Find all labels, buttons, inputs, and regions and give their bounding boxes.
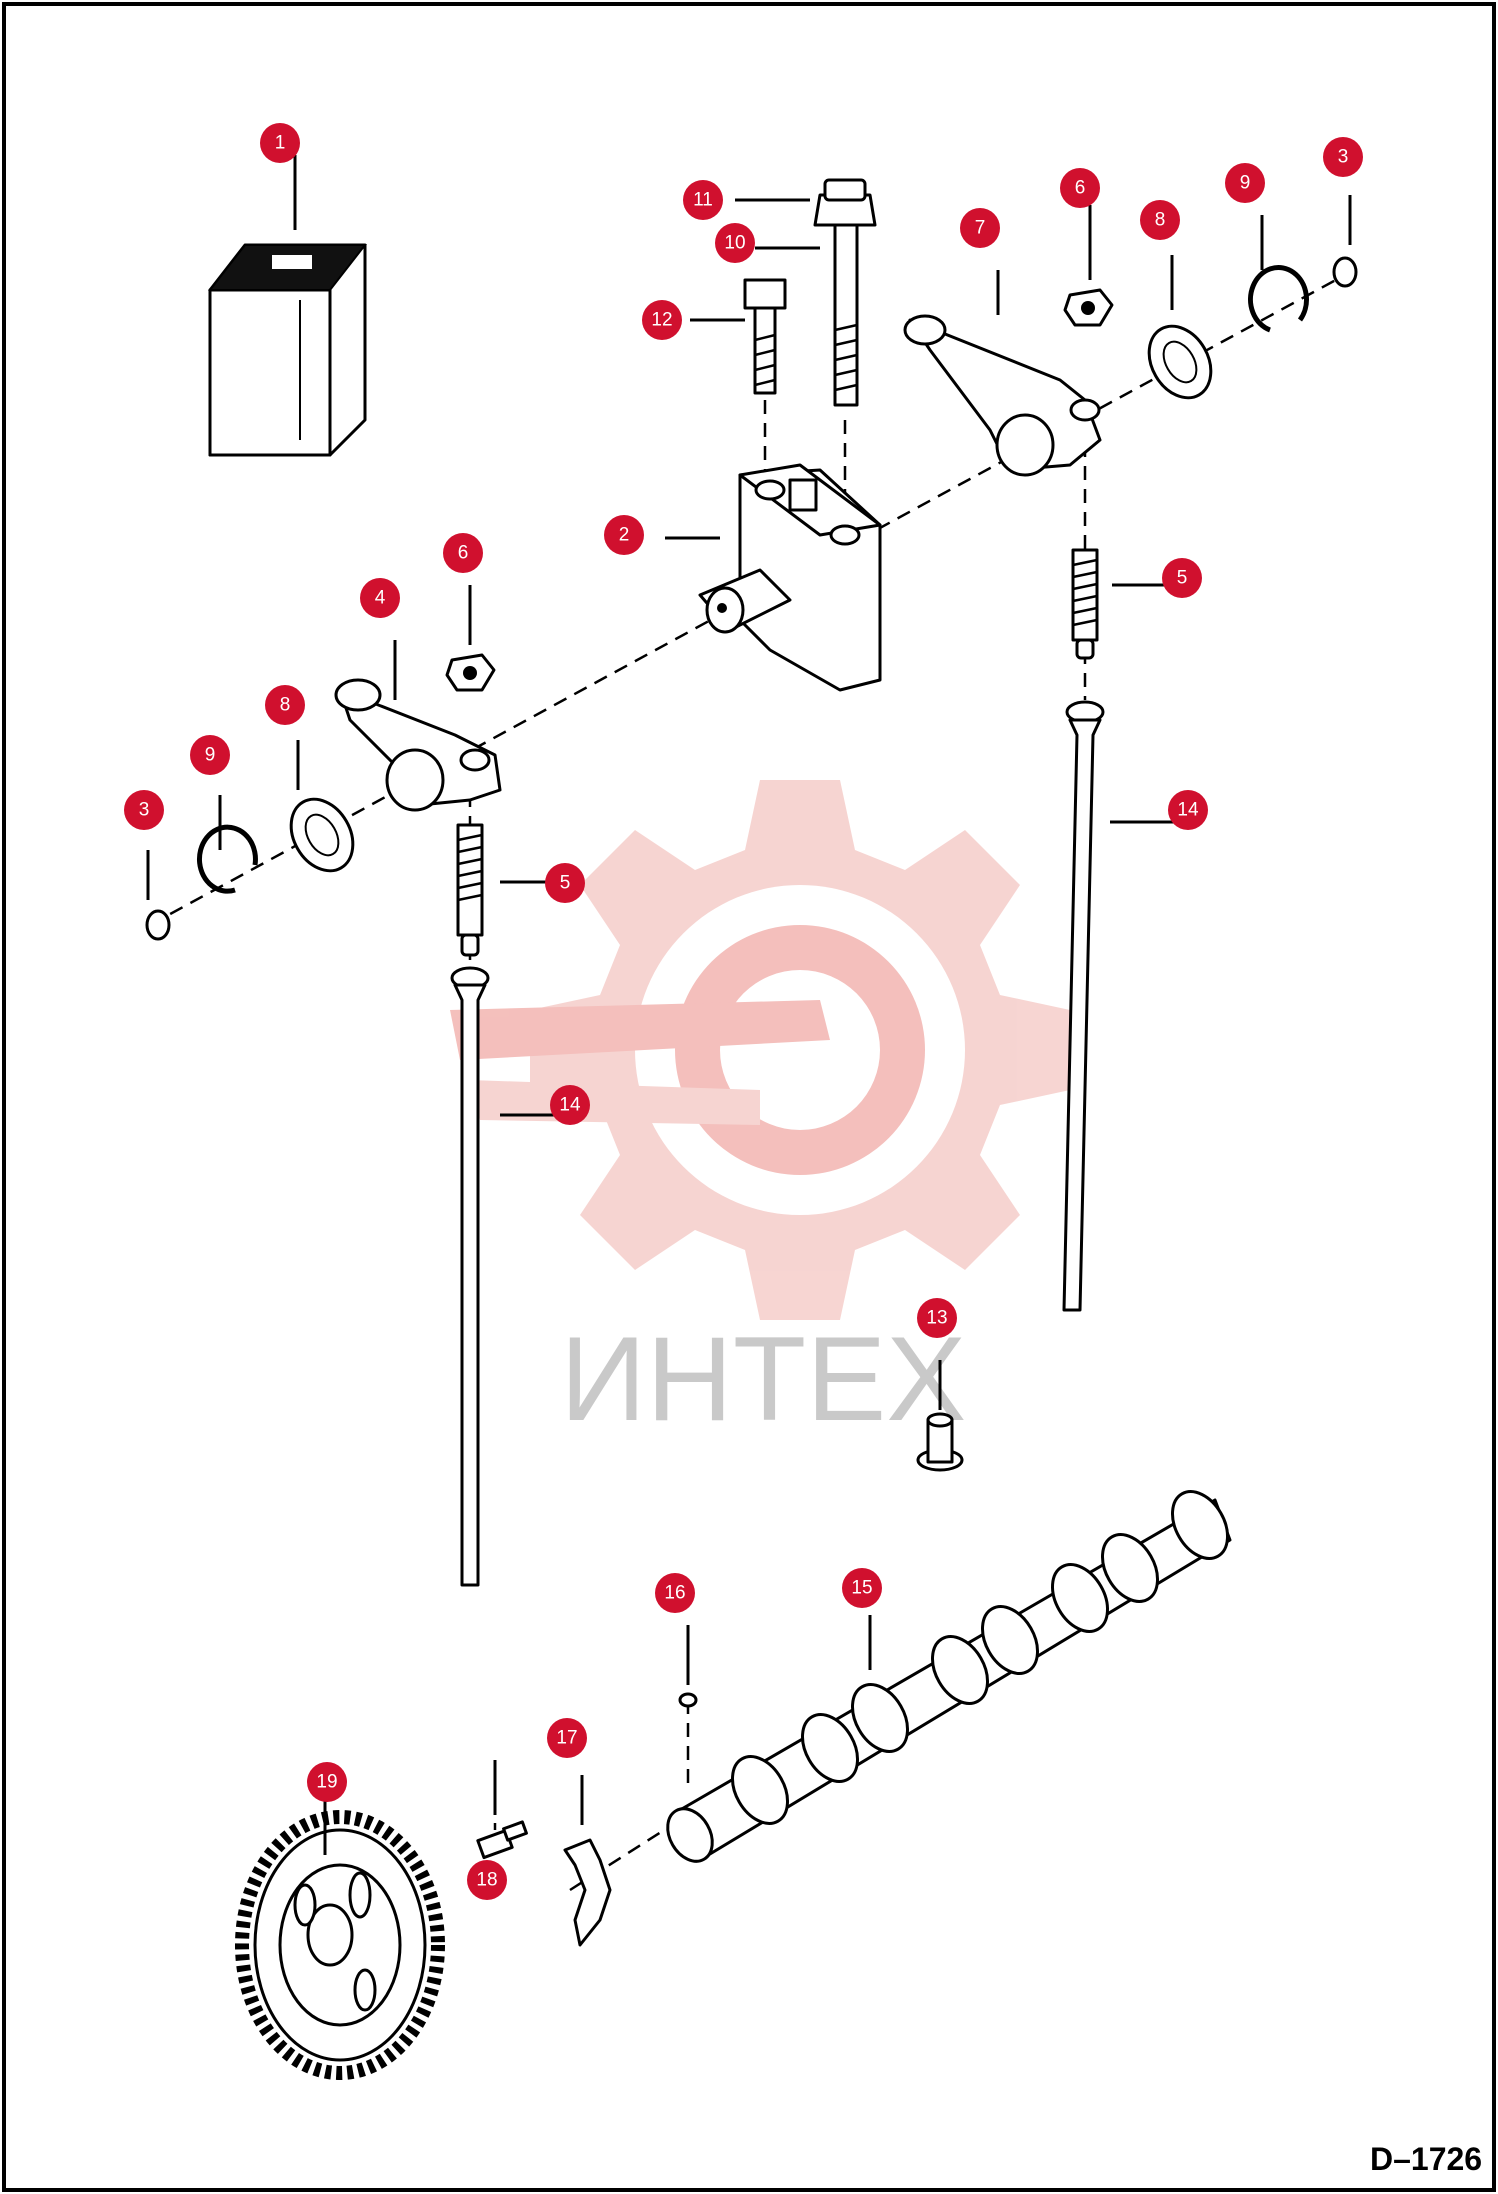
- callout-5-right: 5: [1162, 558, 1202, 598]
- part-8-washer-right: [1147, 324, 1213, 400]
- part-16-pin: [678, 1692, 698, 1708]
- part-15-camshaft: [666, 1490, 1232, 1863]
- watermark-text: ИНТЕХ: [560, 1312, 966, 1446]
- callout-9-right: 9: [1225, 163, 1265, 203]
- callouts: 1 11 10 12 7 6 8 9 3 2 5 6 4 8 9 3 5 14 …: [124, 123, 1363, 1900]
- svg-text:15: 15: [851, 1578, 872, 1599]
- svg-text:8: 8: [280, 695, 291, 716]
- callout-18: 18: [467, 1860, 507, 1900]
- callout-9-left: 9: [190, 735, 230, 775]
- callout-6-left: 6: [443, 533, 483, 573]
- svg-text:10: 10: [724, 233, 745, 254]
- svg-text:13: 13: [926, 1308, 947, 1329]
- svg-text:6: 6: [1075, 178, 1086, 199]
- svg-text:9: 9: [1240, 173, 1251, 194]
- watermark-logo: [450, 780, 1070, 1320]
- callout-3-right: 3: [1323, 137, 1363, 177]
- svg-text:17: 17: [556, 1728, 577, 1749]
- part-9-circlip-right: [1248, 265, 1309, 333]
- svg-text:6: 6: [458, 543, 469, 564]
- drawing-number: D–1726: [1370, 2141, 1482, 2177]
- callout-5-left: 5: [545, 863, 585, 903]
- svg-text:8: 8: [1155, 210, 1166, 231]
- svg-text:3: 3: [1338, 147, 1349, 168]
- callout-10: 10: [715, 223, 755, 263]
- callout-3-left: 3: [124, 790, 164, 830]
- part-1-kit-block: [207, 243, 368, 457]
- part-3-ring-left: [145, 909, 171, 941]
- svg-text:14: 14: [1177, 800, 1199, 821]
- svg-text:18: 18: [476, 1870, 497, 1891]
- callout-14-left: 14: [550, 1085, 590, 1125]
- callout-12: 12: [642, 300, 682, 340]
- svg-text:5: 5: [1177, 568, 1188, 589]
- svg-text:16: 16: [664, 1583, 685, 1604]
- part-14-pushrod-right: [1062, 700, 1105, 1312]
- part-10-long-bolt: [813, 178, 877, 407]
- callout-14-right: 14: [1168, 790, 1208, 830]
- callout-8-left: 8: [265, 685, 305, 725]
- svg-text:12: 12: [651, 310, 672, 331]
- svg-text:1: 1: [275, 133, 286, 154]
- part-5-adjuster-right: [1071, 548, 1099, 660]
- part-8-washer-left: [289, 797, 355, 873]
- part-13-tappet: [916, 1412, 964, 1472]
- callout-8-right: 8: [1140, 200, 1180, 240]
- part-19-timing-gear: [235, 1810, 445, 2080]
- svg-text:9: 9: [205, 745, 216, 766]
- callout-13: 13: [917, 1298, 957, 1338]
- svg-text:3: 3: [139, 800, 150, 821]
- callout-4: 4: [360, 578, 400, 618]
- callout-17: 17: [547, 1718, 587, 1758]
- part-12-bolt: [743, 278, 787, 395]
- svg-text:5: 5: [560, 873, 571, 894]
- callout-6-right: 6: [1060, 168, 1100, 208]
- callout-19: 19: [307, 1762, 347, 1802]
- callout-2: 2: [604, 515, 644, 555]
- part-2-rocker-bracket: [698, 463, 882, 692]
- svg-text:11: 11: [693, 190, 713, 211]
- svg-text:7: 7: [975, 218, 986, 239]
- callout-1: 1: [260, 123, 300, 163]
- part-9-circlip-left: [196, 824, 258, 894]
- part-4-left-rocker-arm: [334, 678, 502, 812]
- callout-16: 16: [655, 1573, 695, 1613]
- part-3-ring-right: [1332, 256, 1358, 288]
- part-6-nut-right: [1063, 288, 1114, 327]
- part-14-pushrod-left: [450, 966, 490, 1587]
- svg-text:2: 2: [619, 525, 630, 546]
- part-5-adjuster-left: [456, 823, 484, 957]
- callout-15: 15: [842, 1568, 882, 1608]
- callout-7: 7: [960, 208, 1000, 248]
- part-18-bolt: [476, 1820, 528, 1860]
- svg-text:19: 19: [316, 1772, 337, 1793]
- callout-11: 11: [683, 180, 723, 220]
- part-17-thrust-plate: [563, 1838, 612, 1947]
- svg-text:14: 14: [559, 1095, 581, 1116]
- part-7-right-rocker-arm: [903, 314, 1102, 477]
- svg-text:4: 4: [375, 588, 386, 609]
- part-6-nut-left: [445, 653, 496, 692]
